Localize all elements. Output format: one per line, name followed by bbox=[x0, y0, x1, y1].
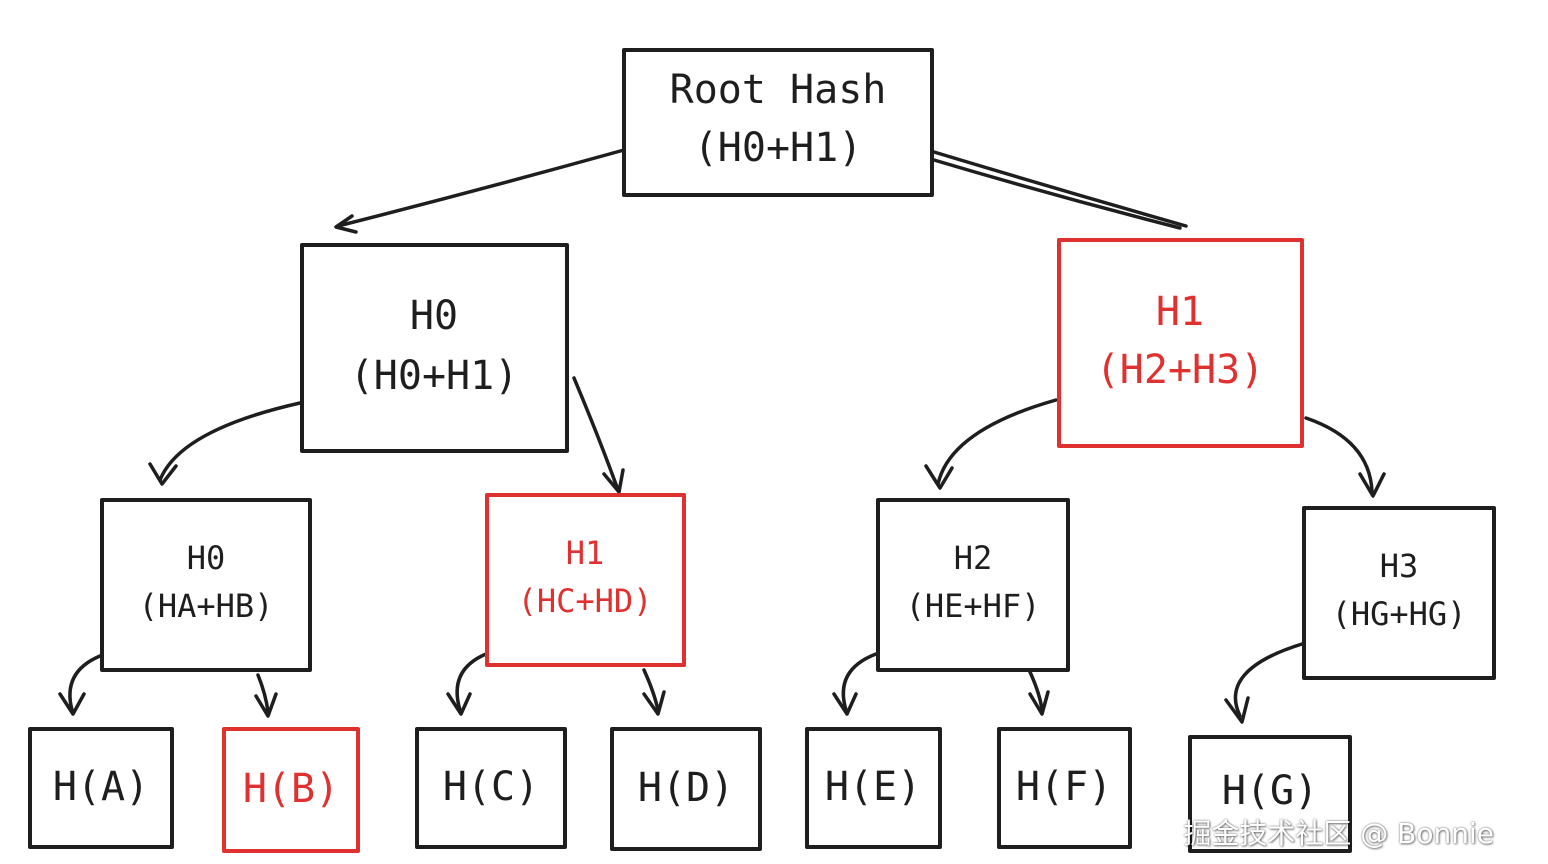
leaf-h-c-box bbox=[415, 727, 567, 849]
leaf-h-d-box bbox=[610, 727, 762, 851]
edge-h0-to-h1mid bbox=[572, 376, 620, 492]
leaf-h-a: H(A) bbox=[28, 727, 174, 849]
leaf-h-e-box bbox=[805, 727, 942, 849]
arrowhead-h2mid-to-e bbox=[832, 692, 858, 716]
arrowhead-h1-to-h2mid bbox=[924, 464, 954, 490]
node-h3-mid-box bbox=[1302, 506, 1496, 680]
node-root-line1: Root Hash bbox=[670, 67, 887, 113]
node-h0-top: H0 (H0+H1) bbox=[300, 243, 569, 453]
edge-h1mid-to-d bbox=[642, 668, 660, 712]
nodes: Root Hash (H0+H1) H0 (H0+H1) H1 (H2+H3) … bbox=[28, 48, 1496, 853]
leaf-h-f-box bbox=[997, 727, 1132, 849]
node-h0-mid: H0 (HA+HB) bbox=[100, 498, 312, 672]
leaf-h-b-box bbox=[222, 727, 360, 853]
leaf-h-a-label: H(A) bbox=[53, 764, 149, 810]
node-h3-mid-line2: (HG+HG) bbox=[1332, 595, 1467, 633]
edge-h1-to-h3mid bbox=[1304, 416, 1374, 494]
leaf-h-d-label: H(D) bbox=[638, 765, 734, 811]
edge-h0-to-h0mid bbox=[158, 401, 302, 482]
edge-h2mid-to-f bbox=[1028, 670, 1044, 712]
edge-root-to-h0 bbox=[336, 148, 626, 228]
node-h3-mid-line1: H3 bbox=[1380, 547, 1419, 585]
node-h1-top-box bbox=[1057, 238, 1304, 448]
watermark-text: 掘金技术社区 @ Bonnie bbox=[1183, 817, 1494, 850]
node-h1-top-line1: H1 bbox=[1156, 289, 1204, 335]
leaf-h-f-label: H(F) bbox=[1016, 764, 1112, 810]
node-root-box bbox=[622, 48, 934, 197]
node-h2-mid-line1: H2 bbox=[954, 539, 993, 577]
arrowhead-h1mid-to-c bbox=[446, 692, 472, 716]
leaf-h-c-label: H(C) bbox=[443, 764, 539, 810]
leaf-h-b-label: H(B) bbox=[243, 766, 339, 812]
node-h1-mid-line1: H1 bbox=[566, 534, 605, 572]
node-h0-top-box bbox=[300, 243, 569, 453]
edge-h0mid-to-b bbox=[256, 673, 270, 714]
arrowhead-h2mid-to-f bbox=[1028, 690, 1050, 716]
leaf-h-g-label: H(G) bbox=[1222, 768, 1318, 814]
arrowhead-h0mid-to-a bbox=[58, 692, 86, 716]
leaf-h-d: H(D) bbox=[610, 727, 762, 851]
node-root-hash: Root Hash (H0+H1) bbox=[622, 48, 934, 197]
arrowhead-h3mid-to-g bbox=[1224, 696, 1250, 724]
node-h1-top: H1 (H2+H3) bbox=[1057, 238, 1304, 448]
edge-root-to-h1-double bbox=[932, 158, 1182, 230]
leaf-h-e: H(E) bbox=[805, 727, 942, 849]
leaf-h-g-box bbox=[1188, 735, 1352, 853]
node-h2-mid: H2 (HE+HF) bbox=[876, 498, 1070, 672]
node-h1-mid-box bbox=[485, 493, 686, 667]
edge-h2mid-to-e bbox=[841, 652, 878, 712]
arrowhead-h1mid-to-d bbox=[642, 690, 666, 716]
edge-root-to-h1 bbox=[932, 150, 1188, 228]
edges bbox=[58, 148, 1386, 724]
arrowhead-h0mid-to-b bbox=[254, 692, 278, 718]
leaf-h-c: H(C) bbox=[415, 727, 567, 849]
node-h0-top-line2: (H0+H1) bbox=[350, 353, 519, 399]
leaf-h-a-box bbox=[28, 727, 174, 849]
arrowhead-h0-to-h1mid bbox=[602, 468, 625, 494]
node-h1-mid-line2: (HC+HD) bbox=[518, 582, 653, 620]
node-h0-mid-line2: (HA+HB) bbox=[139, 587, 274, 625]
edge-h0mid-to-a bbox=[68, 654, 102, 712]
edge-h1mid-to-c bbox=[455, 652, 488, 712]
leaf-h-e-label: H(E) bbox=[825, 764, 921, 810]
node-h0-mid-line1: H0 bbox=[187, 539, 226, 577]
node-h1-mid: H1 (HC+HD) bbox=[485, 493, 686, 667]
node-h2-mid-box bbox=[876, 498, 1070, 672]
node-h2-mid-line2: (HE+HF) bbox=[906, 587, 1041, 625]
leaf-h-f: H(F) bbox=[997, 727, 1132, 849]
edge-h1-to-h2mid bbox=[936, 398, 1058, 486]
edge-h3mid-to-g bbox=[1233, 642, 1304, 718]
node-root-line2: (H0+H1) bbox=[694, 125, 863, 171]
leaf-h-g: H(G) bbox=[1188, 735, 1352, 853]
arrowhead-h1-to-h3mid bbox=[1358, 472, 1386, 498]
arrowhead-h0-to-h0mid bbox=[148, 462, 178, 486]
node-h3-mid: H3 (HG+HG) bbox=[1302, 506, 1496, 680]
arrowhead-root-to-h0 bbox=[334, 214, 358, 234]
node-h0-top-line1: H0 bbox=[410, 293, 458, 339]
node-h0-mid-box bbox=[100, 498, 312, 672]
leaf-h-b: H(B) bbox=[222, 727, 360, 853]
node-h1-top-line2: (H2+H3) bbox=[1096, 347, 1265, 393]
